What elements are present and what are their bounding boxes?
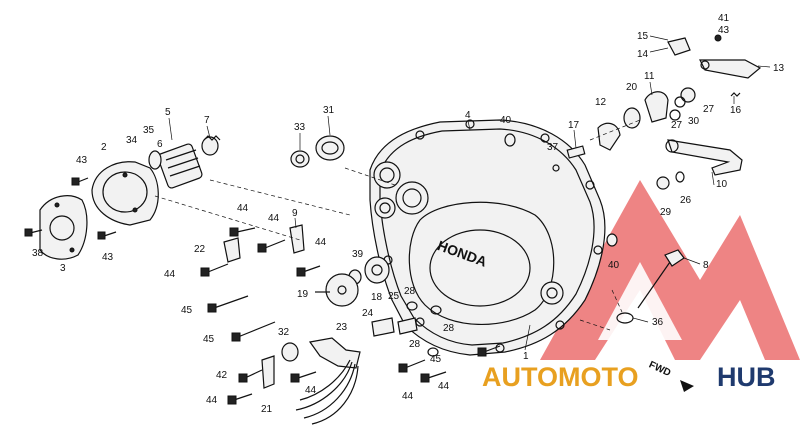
fwd-arrow: FWD <box>647 359 694 392</box>
callout-22: 22 <box>194 244 206 255</box>
watermark-text: AUTOMOTO HUB <box>482 362 776 392</box>
callout-44b: 44 <box>237 203 249 214</box>
callout-29: 29 <box>660 207 672 218</box>
gears <box>315 256 390 307</box>
callout-41: 41 <box>718 13 730 24</box>
callout-33: 33 <box>294 122 306 133</box>
callout-19: 19 <box>297 289 309 300</box>
callout-26: 26 <box>680 195 692 206</box>
callout-39: 39 <box>352 249 364 260</box>
callout-43c: 43 <box>718 25 730 36</box>
callout-8: 8 <box>703 260 709 271</box>
callout-36: 36 <box>652 317 664 328</box>
callout-28c: 28 <box>409 339 421 350</box>
watermark-logo <box>540 180 800 360</box>
callout-15: 15 <box>637 31 649 42</box>
callout-43: 43 <box>76 155 88 166</box>
callout-30: 30 <box>688 116 700 127</box>
callout-45b: 45 <box>203 334 215 345</box>
rotor-cover <box>39 195 88 260</box>
callout-43b: 43 <box>102 252 114 263</box>
crankcase-cover: HONDA <box>369 119 606 356</box>
callout-38: 38 <box>32 248 44 259</box>
kickstarter-assembly <box>552 34 762 190</box>
callout-44g: 44 <box>402 391 414 402</box>
callout-27: 27 <box>671 120 683 131</box>
callout-17: 17 <box>568 120 580 131</box>
fwd-label: FWD <box>647 359 672 379</box>
callout-4: 4 <box>465 110 471 121</box>
callout-13: 13 <box>773 63 785 74</box>
alignment-lines <box>154 119 641 331</box>
callout-31: 31 <box>323 105 335 116</box>
watermark-part1: AUTOMOTO <box>482 362 639 392</box>
callout-44c: 44 <box>268 213 280 224</box>
callout-1: 1 <box>523 351 529 362</box>
callout-2: 2 <box>101 142 107 153</box>
callout-20: 20 <box>626 82 638 93</box>
callout-40b: 40 <box>608 260 620 271</box>
callout-35: 35 <box>143 125 155 136</box>
callout-45a: 45 <box>181 305 193 316</box>
callout-labels: 1 2 3 4 5 6 7 8 9 10 11 12 13 14 15 16 1… <box>32 13 785 415</box>
callout-18: 18 <box>371 292 383 303</box>
callout-28: 28 <box>404 286 416 297</box>
callout-10: 10 <box>716 179 728 190</box>
leader-lines <box>168 35 771 351</box>
oil-filter-element <box>148 135 221 189</box>
callout-3: 3 <box>60 263 66 274</box>
callout-44a: 44 <box>164 269 176 280</box>
callout-7: 7 <box>204 115 210 126</box>
callout-5: 5 <box>165 107 171 118</box>
callout-16: 16 <box>730 105 742 116</box>
callout-27b: 27 <box>703 104 715 115</box>
callout-44h: 44 <box>438 381 450 392</box>
callout-45c: 45 <box>430 354 442 365</box>
callout-24: 24 <box>362 308 374 319</box>
callout-44d: 44 <box>315 237 327 248</box>
callout-14: 14 <box>637 49 649 60</box>
callout-21: 21 <box>261 404 273 415</box>
callout-42: 42 <box>216 370 228 381</box>
callout-40: 40 <box>500 115 512 126</box>
callout-37: 37 <box>547 142 559 153</box>
callout-23: 23 <box>336 322 348 333</box>
callout-44f: 44 <box>305 385 317 396</box>
oil-filter-cover <box>91 161 159 226</box>
watermark-part2: HUB <box>717 362 776 392</box>
oil-dipstick <box>616 249 685 324</box>
callout-32: 32 <box>278 327 290 338</box>
callout-28b: 28 <box>443 323 455 334</box>
callout-12: 12 <box>595 97 607 108</box>
callout-25: 25 <box>388 291 400 302</box>
callout-6: 6 <box>157 139 163 150</box>
callout-34: 34 <box>126 135 138 146</box>
bolts <box>24 133 618 405</box>
wire-harness <box>261 317 418 425</box>
callout-11: 11 <box>644 71 655 82</box>
bearings <box>290 135 345 168</box>
callout-44e: 44 <box>206 395 218 406</box>
callout-9: 9 <box>292 208 298 219</box>
